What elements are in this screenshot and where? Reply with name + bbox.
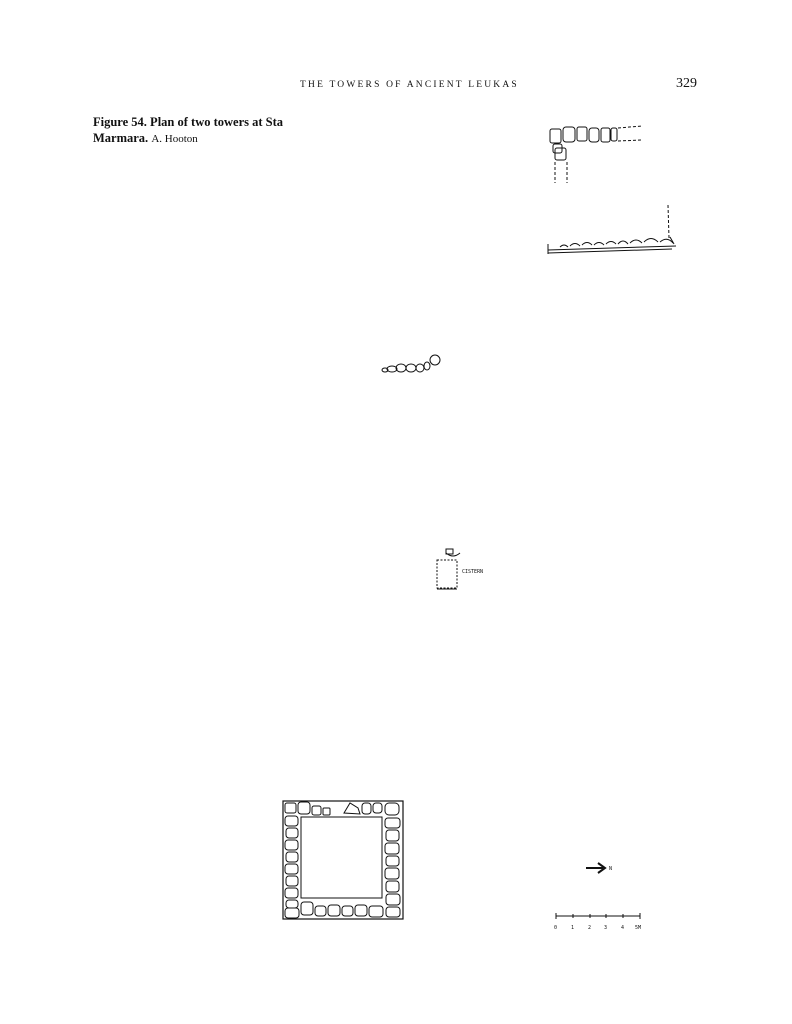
scale-label: 2: [588, 925, 591, 931]
figure-label: Figure 54. Plan of two towers at Sta Mar…: [93, 115, 284, 145]
figure-caption: Figure 54. Plan of two towers at Sta Mar…: [93, 114, 293, 147]
figure-credit: A. Hooton: [151, 133, 198, 145]
cistern-plan: [436, 548, 461, 590]
tower-lower: [282, 800, 404, 920]
scale-bar: [555, 913, 641, 919]
wall-segment: [547, 204, 677, 254]
north-label: N: [609, 866, 612, 872]
scale-label: 5M: [635, 925, 641, 931]
scale-label: 3: [604, 925, 607, 931]
scale-label: 0: [554, 925, 557, 931]
scale-label: 4: [621, 925, 624, 931]
cistern-label: CISTERN: [462, 569, 483, 575]
scale-label: 1: [571, 925, 574, 931]
stone-row: [381, 354, 441, 373]
north-arrow: [586, 862, 607, 874]
tower-corner-upper: [549, 125, 643, 183]
page-number: 329: [676, 76, 697, 91]
running-head: THE TOWERS OF ANCIENT LEUKAS: [300, 80, 519, 90]
